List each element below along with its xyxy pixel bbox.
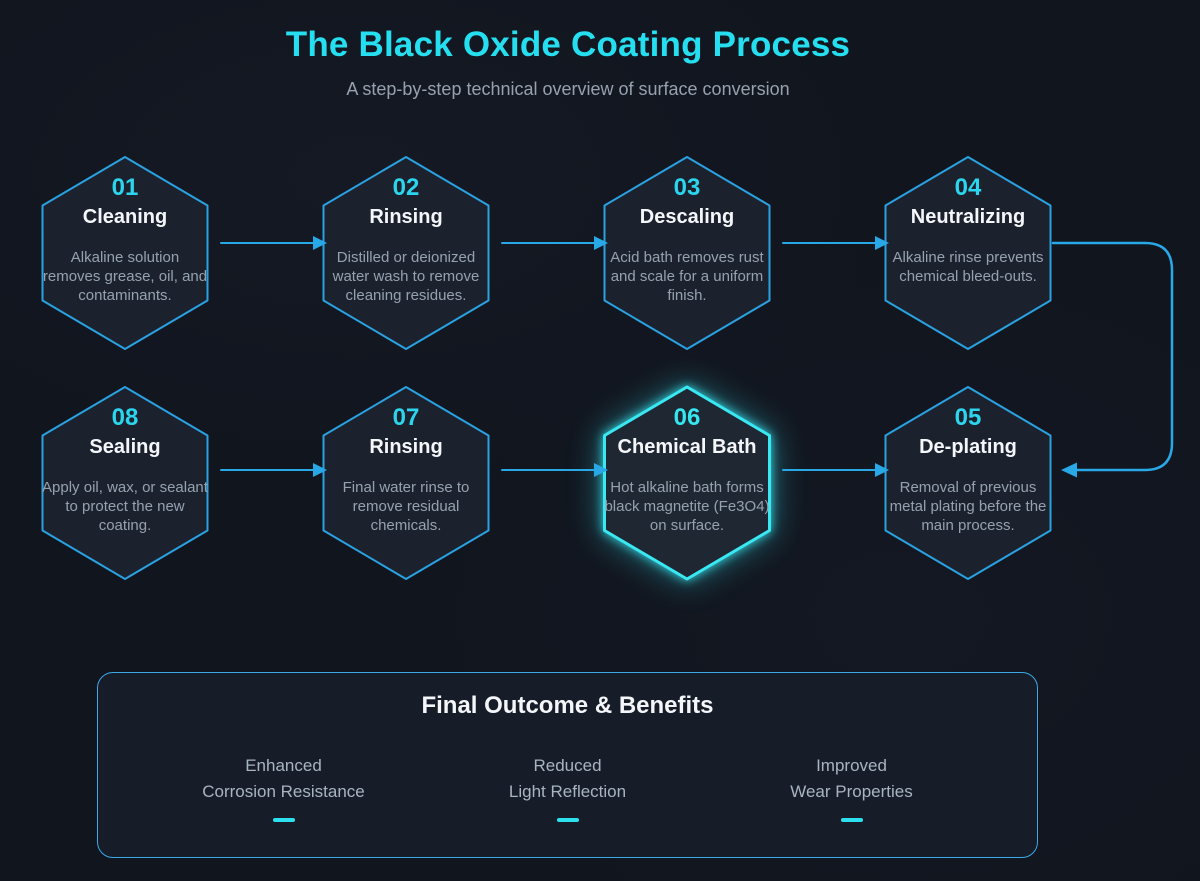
elbow-connector-arrow-icon xyxy=(1051,241,1174,478)
hexagon-shape-glow xyxy=(603,385,771,581)
step-number: 01 xyxy=(111,174,139,201)
hexagon-shape xyxy=(41,386,209,580)
benefit-line1: Enhanced xyxy=(245,756,322,775)
benefit-line1: Reduced xyxy=(533,756,602,775)
step-description: Acid bath removes rust and scale for a u… xyxy=(610,249,764,305)
step-description: Apply oil, wax, or sealant to protect th… xyxy=(42,479,208,535)
outcome-panel: Final Outcome & Benefits Enhanced Corros… xyxy=(97,672,1038,858)
step-hex-03: 03 Descaling Acid bath removes rust and … xyxy=(602,155,772,351)
benefit-light-reflection: Reduced Light Reflection xyxy=(448,753,688,822)
hexagon-shape xyxy=(322,156,490,350)
step-number: 05 xyxy=(954,404,982,431)
page-subtitle: A step-by-step technical overview of sur… xyxy=(346,79,790,99)
flow-arrow-icon xyxy=(220,463,327,477)
flow-arrow-icon xyxy=(782,236,889,250)
step-hex-02: 02 Rinsing Distilled or deionized water … xyxy=(321,155,491,351)
benefit-underline-dash xyxy=(840,817,863,822)
step-number: 04 xyxy=(954,174,982,201)
step-number: 06 xyxy=(673,404,701,431)
step-hex-06-active: 06 Chemical Bath Hot alkaline bath forms… xyxy=(602,385,772,581)
flow-arrow-icon xyxy=(501,463,608,477)
step-hex-01: 01 Cleaning Alkaline solution removes gr… xyxy=(40,155,210,351)
step-description: Removal of previous metal plating before… xyxy=(889,479,1047,535)
page-title: The Black Oxide Coating Process xyxy=(285,25,851,64)
outcome-title: Final Outcome & Benefits xyxy=(421,692,714,719)
benefits-row: Enhanced Corrosion Resistance Reduced Li… xyxy=(98,753,1037,822)
step-hex-05: 05 De-plating Removal of previous metal … xyxy=(883,385,1053,581)
step-description: Alkaline rinse prevents chemical bleed-o… xyxy=(892,249,1044,286)
benefit-line2: Wear Properties xyxy=(790,782,913,802)
step-title: Sealing xyxy=(89,436,161,458)
benefit-wear-properties: Improved Wear Properties xyxy=(732,753,972,822)
benefit-underline-dash xyxy=(272,817,295,822)
hexagon-shape xyxy=(322,386,490,580)
benefit-corrosion-resistance: Enhanced Corrosion Resistance xyxy=(164,753,404,822)
step-title: Rinsing xyxy=(369,206,443,228)
step-hex-08: 08 Sealing Apply oil, wax, or sealant to… xyxy=(40,385,210,581)
step-title: Cleaning xyxy=(82,206,168,228)
step-number: 07 xyxy=(392,404,420,431)
hexagon-shape xyxy=(884,386,1052,580)
step-hex-07: 07 Rinsing Final water rinse to remove r… xyxy=(321,385,491,581)
flow-arrow-icon xyxy=(501,236,608,250)
step-title: Chemical Bath xyxy=(617,436,757,458)
step-number: 02 xyxy=(392,174,420,201)
hexagon-shape xyxy=(603,156,771,350)
step-title: Neutralizing xyxy=(910,206,1026,228)
benefit-underline-dash xyxy=(556,817,579,822)
step-description: Alkaline solution removes grease, oil, a… xyxy=(42,249,208,305)
header: The Black Oxide Coating Process A step-b… xyxy=(0,0,1136,100)
step-title: De-plating xyxy=(919,436,1017,458)
flow-arrow-icon xyxy=(220,236,327,250)
step-number: 08 xyxy=(111,404,139,431)
hexagon-shape xyxy=(41,156,209,350)
benefit-line2: Light Reflection xyxy=(508,782,627,802)
step-title: Descaling xyxy=(639,206,735,228)
step-description: Final water rinse to remove residual che… xyxy=(342,479,470,535)
step-number: 03 xyxy=(673,174,701,201)
step-description: Hot alkaline bath forms black magnetite … xyxy=(604,479,770,535)
step-title: Rinsing xyxy=(369,436,443,458)
step-description: Distilled or deionized water wash to rem… xyxy=(332,249,480,305)
hexagon-shape xyxy=(884,156,1052,350)
flow-arrow-icon xyxy=(782,463,889,477)
benefit-line2: Corrosion Resistance xyxy=(202,782,365,802)
benefit-line1: Improved xyxy=(816,756,887,775)
step-hex-04: 04 Neutralizing Alkaline rinse prevents … xyxy=(883,155,1053,351)
